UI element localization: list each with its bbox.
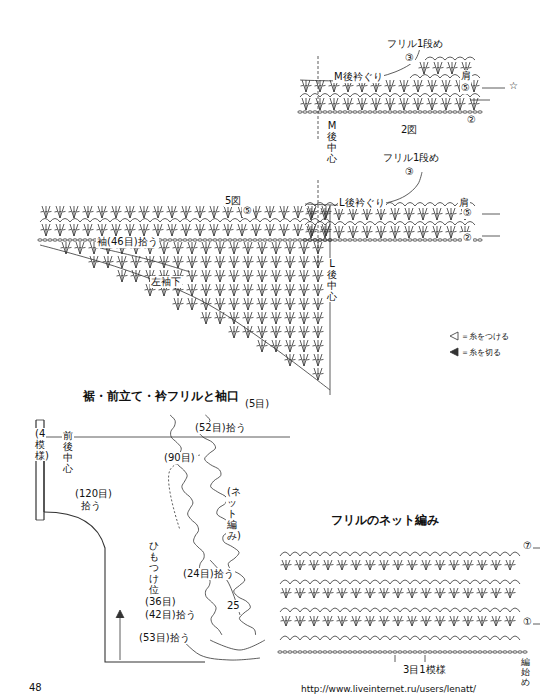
chart-label: 袖(46目)拾う <box>96 236 159 248</box>
chart-label: ⑦ <box>522 540 533 552</box>
chart-label: 左袖下 <box>150 276 182 288</box>
chart-label: (ネット編み) <box>226 486 238 541</box>
chart-label: (24目)拾う <box>182 568 235 580</box>
stitch-strokes <box>36 48 540 662</box>
chart-label: ⑤ <box>462 207 473 219</box>
chart-label: ③ <box>404 166 415 178</box>
chart-label: ③ <box>404 52 415 64</box>
chart-label: ⑤ <box>242 205 253 217</box>
chart-label: ② <box>462 232 473 244</box>
chart-label: フリル1段め <box>382 152 440 164</box>
chart-label: フリルのネット編み <box>330 514 440 528</box>
chart-label: (53目)拾う <box>138 632 191 644</box>
chart-label: (120目) <box>74 488 113 500</box>
chart-label: 前後中心 <box>62 430 74 474</box>
chart-label: L後衿ぐり <box>338 197 386 209</box>
chart-label: 5図 <box>224 195 242 207</box>
chart-label: 拾う <box>80 500 102 512</box>
chart-label: フリル1段め <box>386 38 444 50</box>
chart-label: 肩 <box>460 70 472 82</box>
chart-label: L後中心 <box>326 258 338 302</box>
chart-label: M後中心 <box>326 120 338 164</box>
chart-label: M後衿ぐり <box>333 71 384 83</box>
chart-label: 48 <box>28 682 43 694</box>
chart-label: 25 <box>226 600 241 612</box>
chart-label: (90目) <box>163 452 196 464</box>
legend-text: ＝糸をつける <box>461 331 509 342</box>
chart-label: (36目) <box>144 596 177 608</box>
chart-label: ☆ <box>508 80 519 92</box>
chart-label: 裾・前立て・衿フリルと袖口 <box>82 390 240 404</box>
chart-label: 編始め <box>520 658 531 688</box>
chart-label: http://www.liveinternet.ru/users/lenatt/ <box>300 684 477 694</box>
chart-label: (42目)拾う <box>144 609 197 621</box>
chart-label: ① <box>522 616 533 628</box>
legend-text: ＝糸を切る <box>461 347 501 358</box>
chart-label: ⑤ <box>460 82 471 94</box>
chart-label: (52目)拾う <box>194 422 247 434</box>
chart-label: (5目) <box>244 398 270 410</box>
chart-label: 3目1模様 <box>402 664 447 676</box>
chart-label: 2図 <box>400 124 418 136</box>
chart-label: (4模様) <box>34 428 46 461</box>
chart-label: ② <box>466 114 477 126</box>
